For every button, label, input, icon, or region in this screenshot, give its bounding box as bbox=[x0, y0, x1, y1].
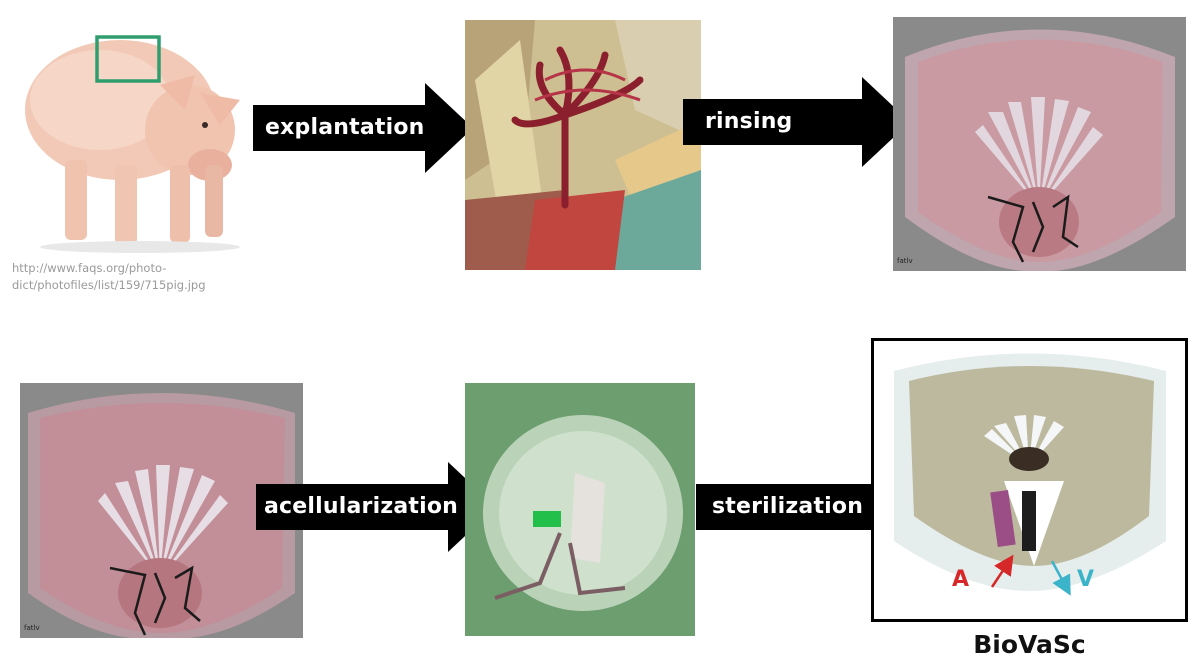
arrow-explantation: explantation bbox=[253, 83, 473, 173]
step-label-sterilization: sterilization bbox=[712, 484, 863, 530]
step-label-acellularization: acellularization bbox=[264, 484, 458, 530]
vessel-arrows bbox=[874, 341, 1185, 619]
rinsed-tissue-photo: fatlv bbox=[893, 17, 1186, 271]
pig-photo bbox=[20, 15, 250, 255]
source-url[interactable]: http://www.faqs.org/photo-dict/photofile… bbox=[12, 260, 322, 294]
arrow-acellularization: acellularization bbox=[256, 462, 496, 552]
acellularized-photo bbox=[465, 383, 695, 636]
pig-illustration bbox=[20, 15, 250, 255]
step-label-rinsing: rinsing bbox=[705, 99, 793, 145]
biovasc-frame: A V bbox=[871, 338, 1188, 622]
arrow-rinsing: rinsing bbox=[683, 77, 908, 167]
artery-label: A bbox=[952, 567, 969, 592]
step-label-explantation: explantation bbox=[265, 105, 425, 151]
surgery-photo bbox=[465, 20, 701, 270]
vein-label: V bbox=[1077, 567, 1094, 592]
biovasc-caption: BioVaSc bbox=[871, 630, 1188, 659]
